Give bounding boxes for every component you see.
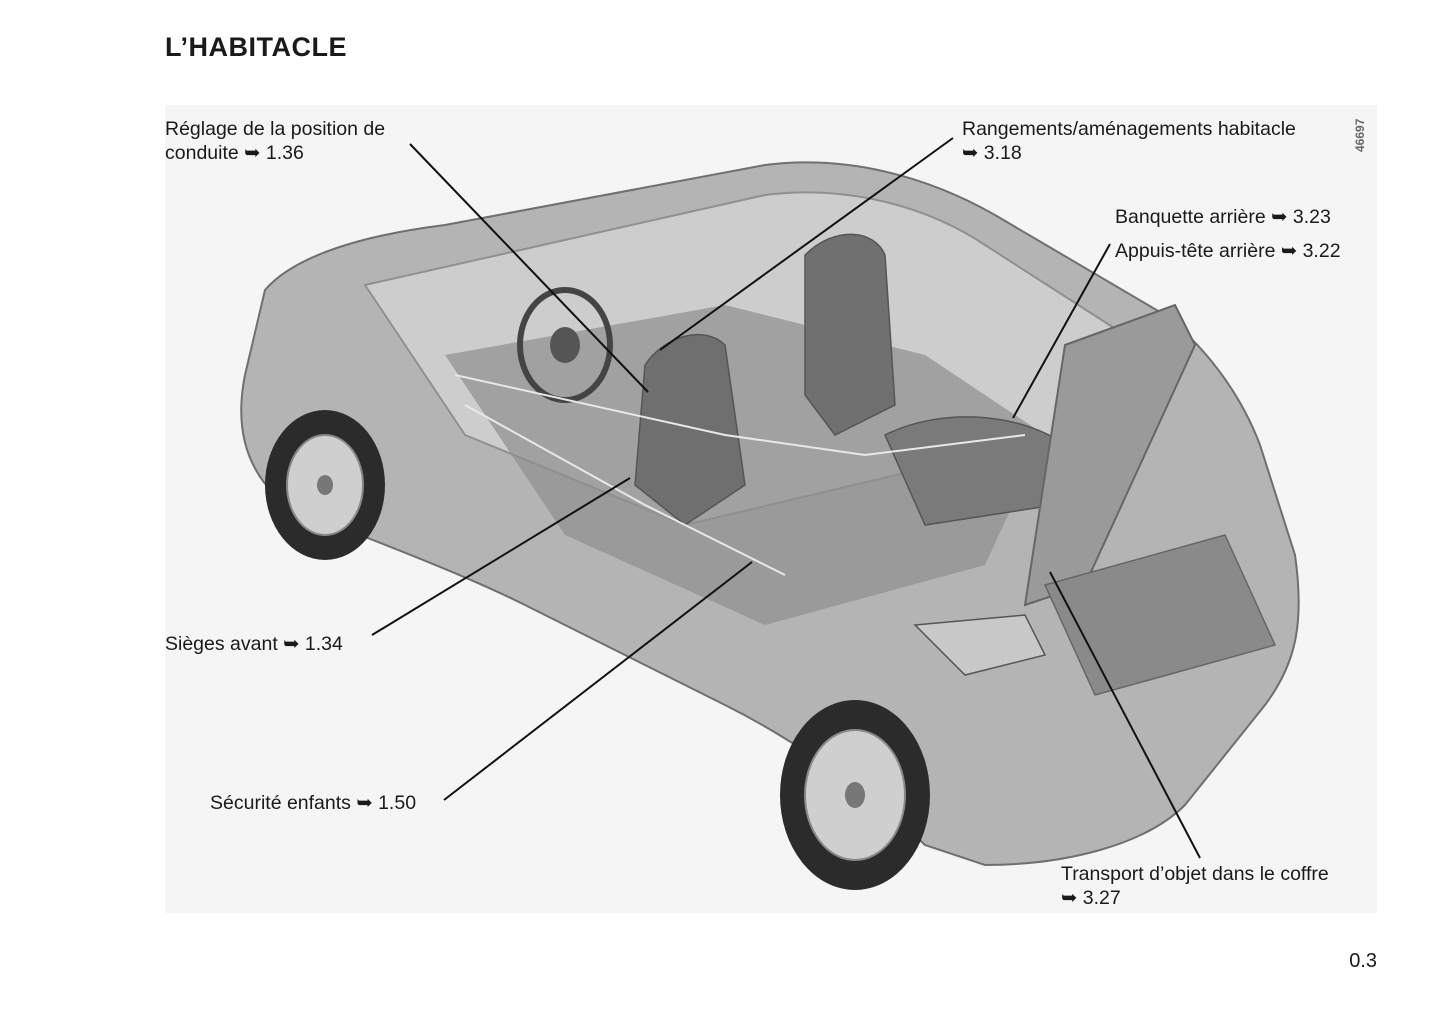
page-title: L’HABITACLE: [165, 32, 347, 62]
callout-reglage-line2: conduite ➥ 1.36: [165, 142, 304, 164]
callout-rangements-line2: ➥ 3.18: [962, 142, 1022, 164]
callout-reglage: Réglage de la position de conduite ➥ 1.3…: [165, 117, 385, 165]
callout-transport-line1: Transport d’objet dans le coffre: [1061, 863, 1329, 885]
callout-reglage-line1: Réglage de la position de: [165, 118, 386, 140]
callout-securite: Sécurité enfants ➥ 1.50: [210, 792, 417, 814]
front-wheel: [265, 410, 385, 560]
callout-sieges: Sièges avant ➥ 1.34: [165, 633, 343, 655]
page-number: 0.3: [1349, 950, 1377, 972]
callout-transport: Transport d’objet dans le coffre ➥ 3.27: [1061, 862, 1329, 910]
callout-rangements-line1: Rangements/aménagements habitacle: [962, 118, 1296, 140]
figure-code: 46697: [1353, 118, 1367, 152]
callout-transport-line2: ➥ 3.27: [1061, 887, 1121, 909]
rear-wheel: [780, 700, 930, 890]
callout-banquette: Banquette arrière ➥ 3.23: [1115, 206, 1331, 228]
car-body: [240, 161, 1300, 867]
callout-rangements: Rangements/aménagements habitacle ➥ 3.18: [962, 117, 1296, 165]
callout-appuis: Appuis-tête arrière ➥ 3.22: [1115, 240, 1341, 262]
